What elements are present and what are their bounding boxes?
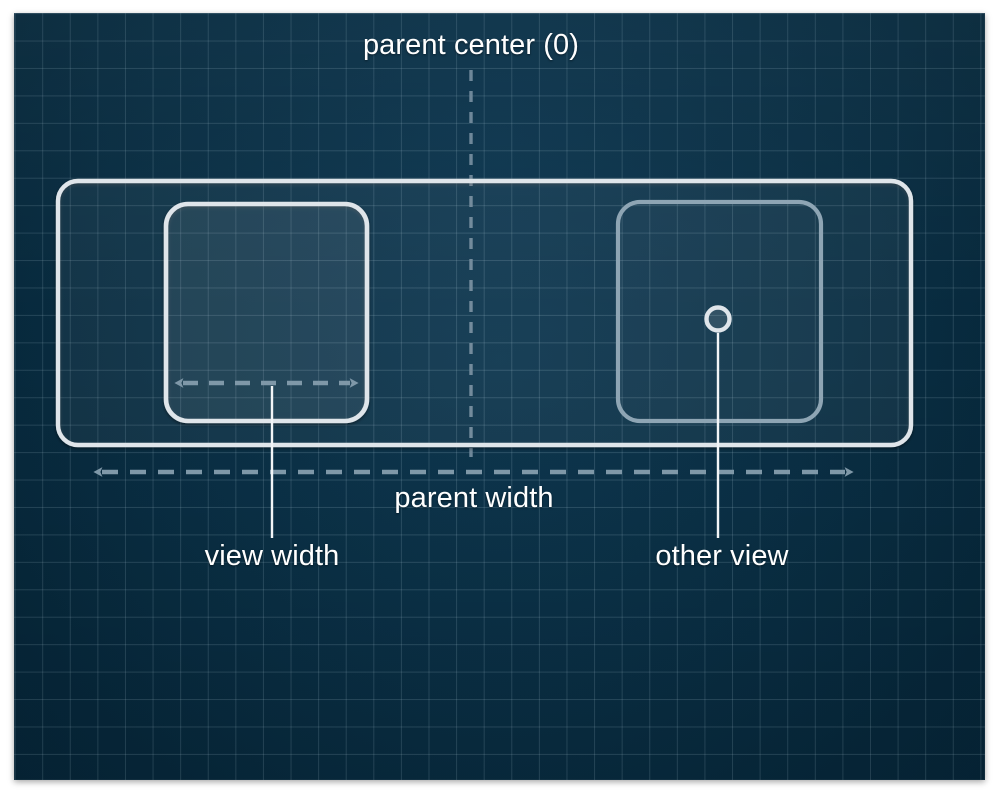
other-view-rect <box>615 199 824 424</box>
view-rect <box>163 201 370 424</box>
label-other-view: other view <box>655 540 789 572</box>
label-view-width: view width <box>204 540 340 572</box>
label-parent-width: parent width <box>394 482 554 514</box>
other-view-anchor-dot-icon <box>704 305 732 333</box>
parent-rect <box>55 178 914 448</box>
label-parent-center: parent center (0) <box>362 29 580 61</box>
